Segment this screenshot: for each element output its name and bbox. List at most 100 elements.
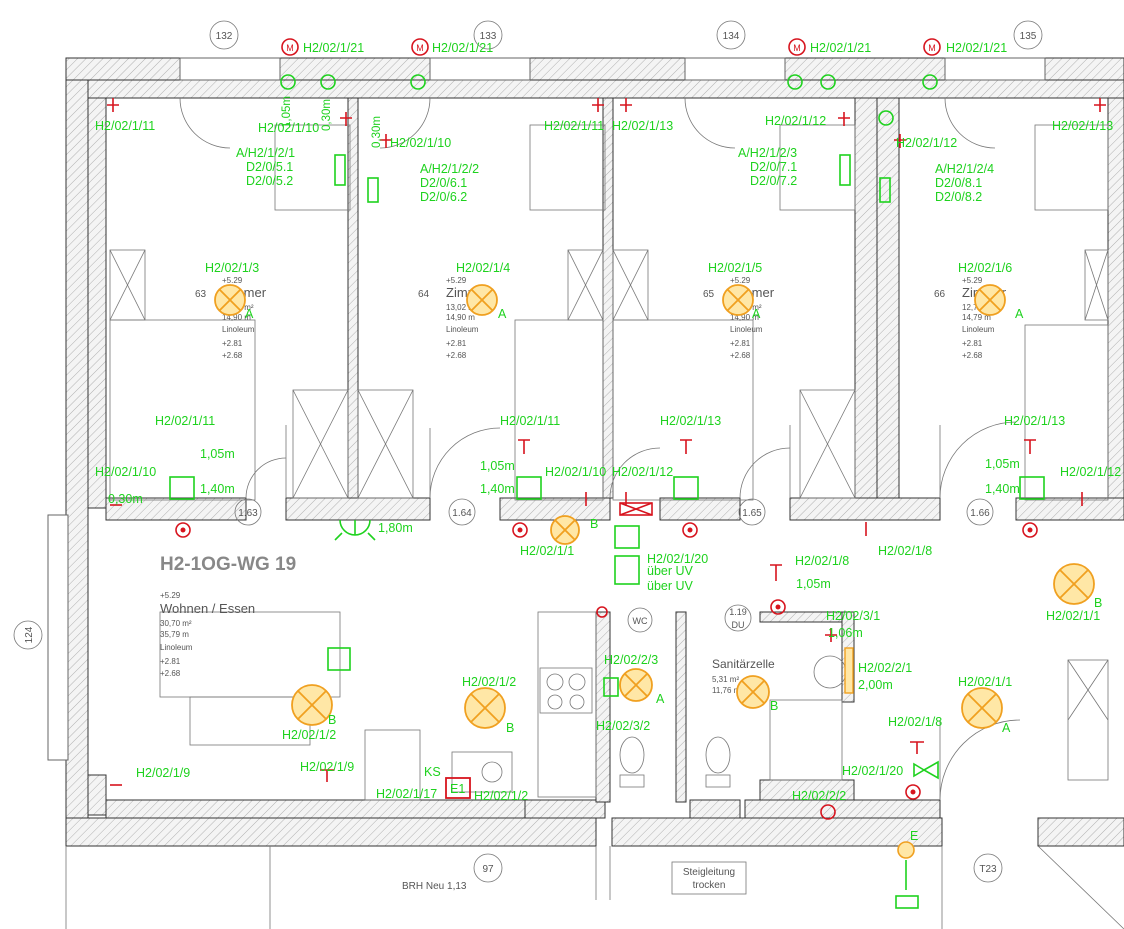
axis-label: 134	[723, 31, 740, 42]
circuit-label: H2/02/2/2	[792, 789, 846, 803]
switch-icon	[280, 74, 938, 90]
lamp-letter: B	[590, 517, 598, 531]
svg-text:M: M	[928, 43, 936, 53]
svg-text:11,76 m: 11,76 m	[712, 686, 741, 695]
circuit-label: D2/0/6.1	[420, 176, 467, 190]
circuit-label: H2/02/1/9	[136, 766, 190, 780]
svg-text:+2.81: +2.81	[730, 339, 751, 348]
svg-text:14,90 m: 14,90 m	[222, 313, 251, 322]
svg-text:+2.81: +2.81	[222, 339, 243, 348]
circuit-label: H2/02/1/20	[842, 764, 903, 778]
lamp-letter: B	[1094, 596, 1102, 610]
room-stamp-living: +5.29 Wohnen / Essen 30,70 m² 35,79 m Li…	[160, 591, 255, 678]
door-label: 1.64	[452, 508, 472, 519]
riser-note: Steigleitung	[683, 867, 735, 878]
ceiling-light-icon	[214, 284, 246, 316]
lamp-letter: A	[752, 307, 761, 321]
circuit-label: H2/02/1/8	[795, 554, 849, 568]
electrical-symbols: M M M M	[107, 38, 1106, 909]
uv-note: über UV	[647, 579, 694, 593]
circuit-label: 0,30m	[371, 116, 383, 148]
fan-icon	[913, 760, 939, 780]
circuit-label: D2/0/7.1	[750, 160, 797, 174]
circuit-label: H2/02/1/1	[1046, 609, 1100, 623]
svg-text:+5.29: +5.29	[222, 276, 243, 285]
circuit-label: 1,40m	[985, 482, 1020, 496]
circuit-label: 0,30m	[321, 99, 333, 131]
circuit-label: H2/02/1/2	[462, 675, 516, 689]
svg-text:1.19: 1.19	[729, 607, 747, 617]
svg-text:+2.68: +2.68	[962, 351, 983, 360]
brh-note: BRH Neu 1,13	[402, 881, 467, 892]
apartment-label: H2-1OG-WG 19	[160, 554, 296, 575]
circuit-label: H2/02/1/5	[708, 261, 762, 275]
circuit-label: H2/02/1/1	[520, 544, 574, 558]
circuit-label: A/H2/1/2/3	[738, 146, 797, 160]
circuit-label: H2/02/1/12	[1060, 465, 1121, 479]
circuit-label: H2/02/1/6	[958, 261, 1012, 275]
circuit-label: H2/02/1/10	[390, 136, 451, 150]
circuit-label: H2/02/1/21	[810, 41, 871, 55]
svg-text:M: M	[286, 43, 294, 53]
motor-icon: M	[411, 38, 429, 56]
ceiling-light-icon	[974, 284, 1006, 316]
svg-text:+5.29: +5.29	[160, 591, 181, 600]
svg-text:14,90 m: 14,90 m	[446, 313, 475, 322]
axis-label: 97	[482, 864, 494, 875]
circuit-label: H2/02/1/13	[612, 119, 673, 133]
svg-text:M: M	[416, 43, 424, 53]
svg-text:+2.68: +2.68	[222, 351, 243, 360]
circuit-label: H2/02/1/2	[474, 789, 528, 803]
circuit-label: H2/02/1/13	[660, 414, 721, 428]
svg-text:WC: WC	[633, 616, 648, 626]
svg-text:14,79 m: 14,79 m	[962, 313, 991, 322]
circuit-label: A/H2/1/2/4	[935, 162, 994, 176]
circuit-label: H2/02/1/2	[282, 728, 336, 742]
axis-markers: 132 133 134 135 124 97 T23 1.63 1.64 1.6…	[13, 20, 1043, 883]
svg-text:64: 64	[418, 289, 430, 300]
axis-label: 124	[24, 626, 35, 643]
svg-text:+2.81: +2.81	[962, 339, 983, 348]
circuit-label: A/H2/1/2/2	[420, 162, 479, 176]
switch-icon	[320, 74, 894, 126]
circuit-label: H2/02/1/12	[765, 114, 826, 128]
svg-text:+2.68: +2.68	[730, 351, 751, 360]
riser-note: trocken	[693, 880, 726, 891]
svg-text:30,70 m²: 30,70 m²	[160, 619, 192, 628]
circuit-label: H2/02/1/4	[456, 261, 510, 275]
lamps	[214, 284, 1095, 729]
door-label: 1.66	[970, 508, 990, 519]
svg-text:35,79 m: 35,79 m	[160, 630, 189, 639]
svg-text:Wohnen / Essen: Wohnen / Essen	[160, 601, 255, 616]
svg-text:+5.29: +5.29	[730, 276, 751, 285]
circuit-label: H2/02/3/1	[826, 609, 880, 623]
circuit-label: H2/02/1/11	[544, 119, 604, 133]
lamp-letter: A	[498, 307, 507, 321]
circuit-label: H2/02/1/21	[946, 41, 1007, 55]
room-stamp-wc: 1.19 DU WC	[627, 604, 752, 633]
lamp-letter: A	[245, 307, 254, 321]
lamp-letter: B	[770, 699, 778, 713]
circuit-label: H2/02/1/10	[95, 465, 156, 479]
circuit-label: H2/02/3/2	[596, 719, 650, 733]
svg-text:Linoleum: Linoleum	[222, 325, 255, 334]
circuit-label: H2/02/1/12	[612, 465, 673, 479]
motor-icon: M	[788, 38, 806, 56]
circuit-label: 1,05m	[281, 96, 293, 128]
svg-text:63: 63	[195, 289, 207, 300]
circuit-label: D2/0/8.1	[935, 176, 982, 190]
svg-text:14,90 m: 14,90 m	[730, 313, 759, 322]
socket-icon	[107, 98, 1106, 786]
circuit-label: KS	[424, 765, 441, 779]
doorbell-icon	[895, 841, 919, 909]
circuit-label: 1,05m	[200, 447, 235, 461]
circuit-label: D2/0/6.2	[420, 190, 467, 204]
uv-note: über UV	[647, 564, 694, 578]
lamp-letter: B	[328, 713, 336, 727]
circuit-label: A/H2/1/2/1	[236, 146, 295, 160]
ceiling-light-icon	[466, 284, 498, 316]
svg-text:13,02 m²: 13,02 m²	[446, 303, 478, 312]
ceiling-light-icon	[291, 684, 333, 726]
